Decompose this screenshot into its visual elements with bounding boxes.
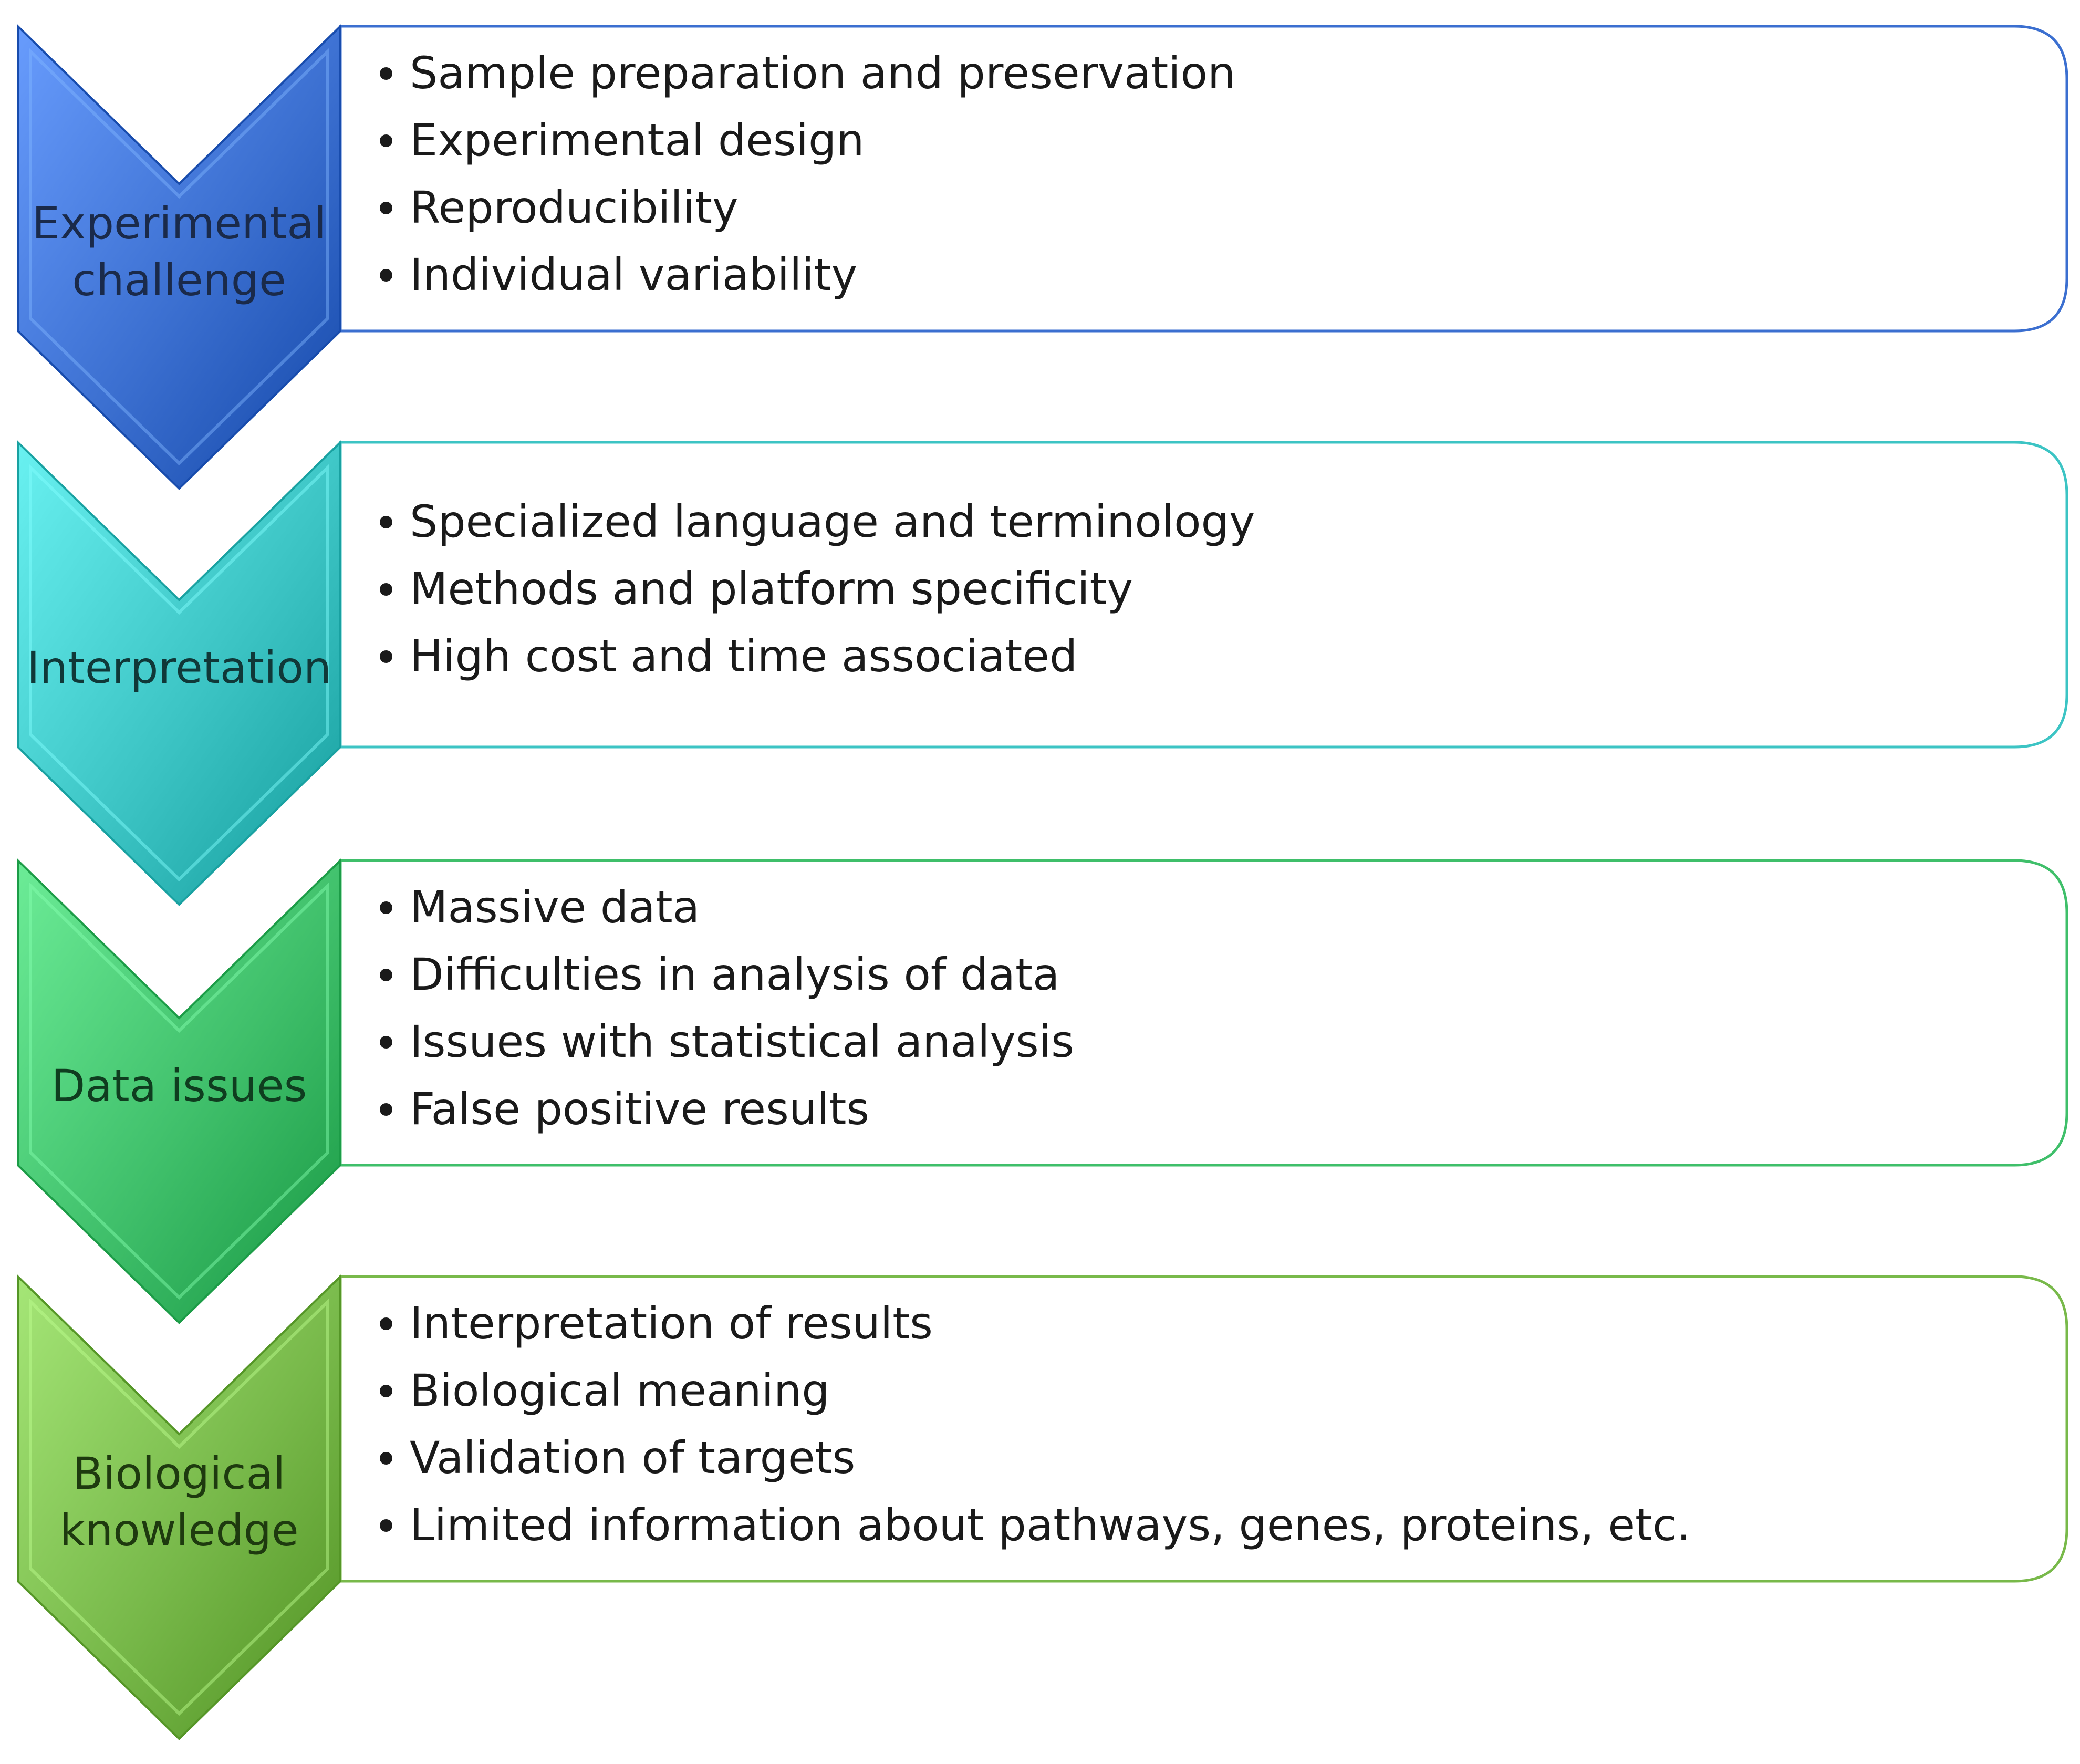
bullet-icon <box>380 901 392 914</box>
list-item-text: Individual variability <box>410 249 857 300</box>
list-item-text: Sample preparation and preservation <box>410 47 1235 99</box>
list-item: High cost and time associated <box>380 630 1077 682</box>
list-item-text: Specialized language and terminology <box>410 496 1255 547</box>
stage-label: knowledge <box>59 1504 298 1556</box>
list-item: Biological meaning <box>380 1365 830 1416</box>
stage-box <box>339 1275 2068 1583</box>
list-item-text: Methods and platform specificity <box>410 563 1133 615</box>
stage-box <box>339 859 2068 1167</box>
bullet-icon <box>380 134 392 147</box>
bullet-icon <box>380 269 392 282</box>
list-item: False positive results <box>380 1083 869 1135</box>
bullet-icon <box>380 1452 392 1465</box>
list-item-text: High cost and time associated <box>410 630 1077 682</box>
stage-interpretation: Interpretation Specialized language and t… <box>17 440 2068 906</box>
list-item: Sample preparation and preservation <box>380 47 1235 99</box>
list-item: Interpretation of results <box>380 1298 933 1349</box>
stage-box <box>339 25 2068 333</box>
list-item-text: Difficulties in analysis of data <box>410 949 1059 1000</box>
stage-label: challenge <box>72 254 286 306</box>
stage-label: Data issues <box>51 1060 307 1112</box>
list-item: Methods and platform specificity <box>380 563 1133 615</box>
stage-chevron-bevel <box>29 881 329 1300</box>
stage-label: Interpretation <box>27 642 331 693</box>
bullet-icon <box>380 1519 392 1532</box>
list-item-text: Validation of targets <box>410 1432 855 1483</box>
bullet-icon <box>380 969 392 981</box>
list-item: Specialized language and terminology <box>380 496 1255 547</box>
stage-chevron-bevel <box>29 463 329 882</box>
list-item: Experimental design <box>380 115 865 166</box>
bullet-icon <box>380 1317 392 1330</box>
list-item-text: False positive results <box>410 1083 869 1135</box>
stage-chevron-bevel <box>29 47 329 466</box>
list-item-text: Experimental design <box>410 115 865 166</box>
bullet-icon <box>380 67 392 80</box>
bullet-icon <box>380 516 392 528</box>
list-item-text: Issues with statistical analysis <box>410 1016 1074 1067</box>
list-item-text: Limited information about pathways, gene… <box>410 1499 1691 1551</box>
bullet-icon <box>380 1103 392 1116</box>
bullet-icon <box>380 1036 392 1049</box>
stage-box <box>339 441 2068 749</box>
list-item: Massive data <box>380 881 700 933</box>
stage-chevron <box>17 1274 341 1740</box>
list-item: Individual variability <box>380 249 857 300</box>
bullet-icon <box>380 1385 392 1397</box>
bullet-icon <box>380 202 392 214</box>
stage-chevron-bevel <box>29 1298 329 1716</box>
list-item: Difficulties in analysis of data <box>380 949 1059 1000</box>
list-item-text: Biological meaning <box>410 1365 830 1416</box>
list-item-text: Massive data <box>410 881 700 933</box>
stage-label: Biological <box>73 1448 286 1499</box>
list-item: Limited information about pathways, gene… <box>380 1499 1691 1551</box>
stage-chevron <box>17 858 341 1324</box>
stage-label: Experimental <box>32 198 326 249</box>
bullet-icon <box>380 583 392 596</box>
stage-chevron <box>17 440 341 906</box>
list-item: Reproducibility <box>380 182 739 233</box>
list-item-text: Reproducibility <box>410 182 739 233</box>
list-item-text: Interpretation of results <box>410 1298 933 1349</box>
list-item: Issues with statistical analysis <box>380 1016 1074 1067</box>
list-item: Validation of targets <box>380 1432 855 1483</box>
stage-chevron <box>17 24 341 490</box>
bullet-icon <box>380 650 392 663</box>
